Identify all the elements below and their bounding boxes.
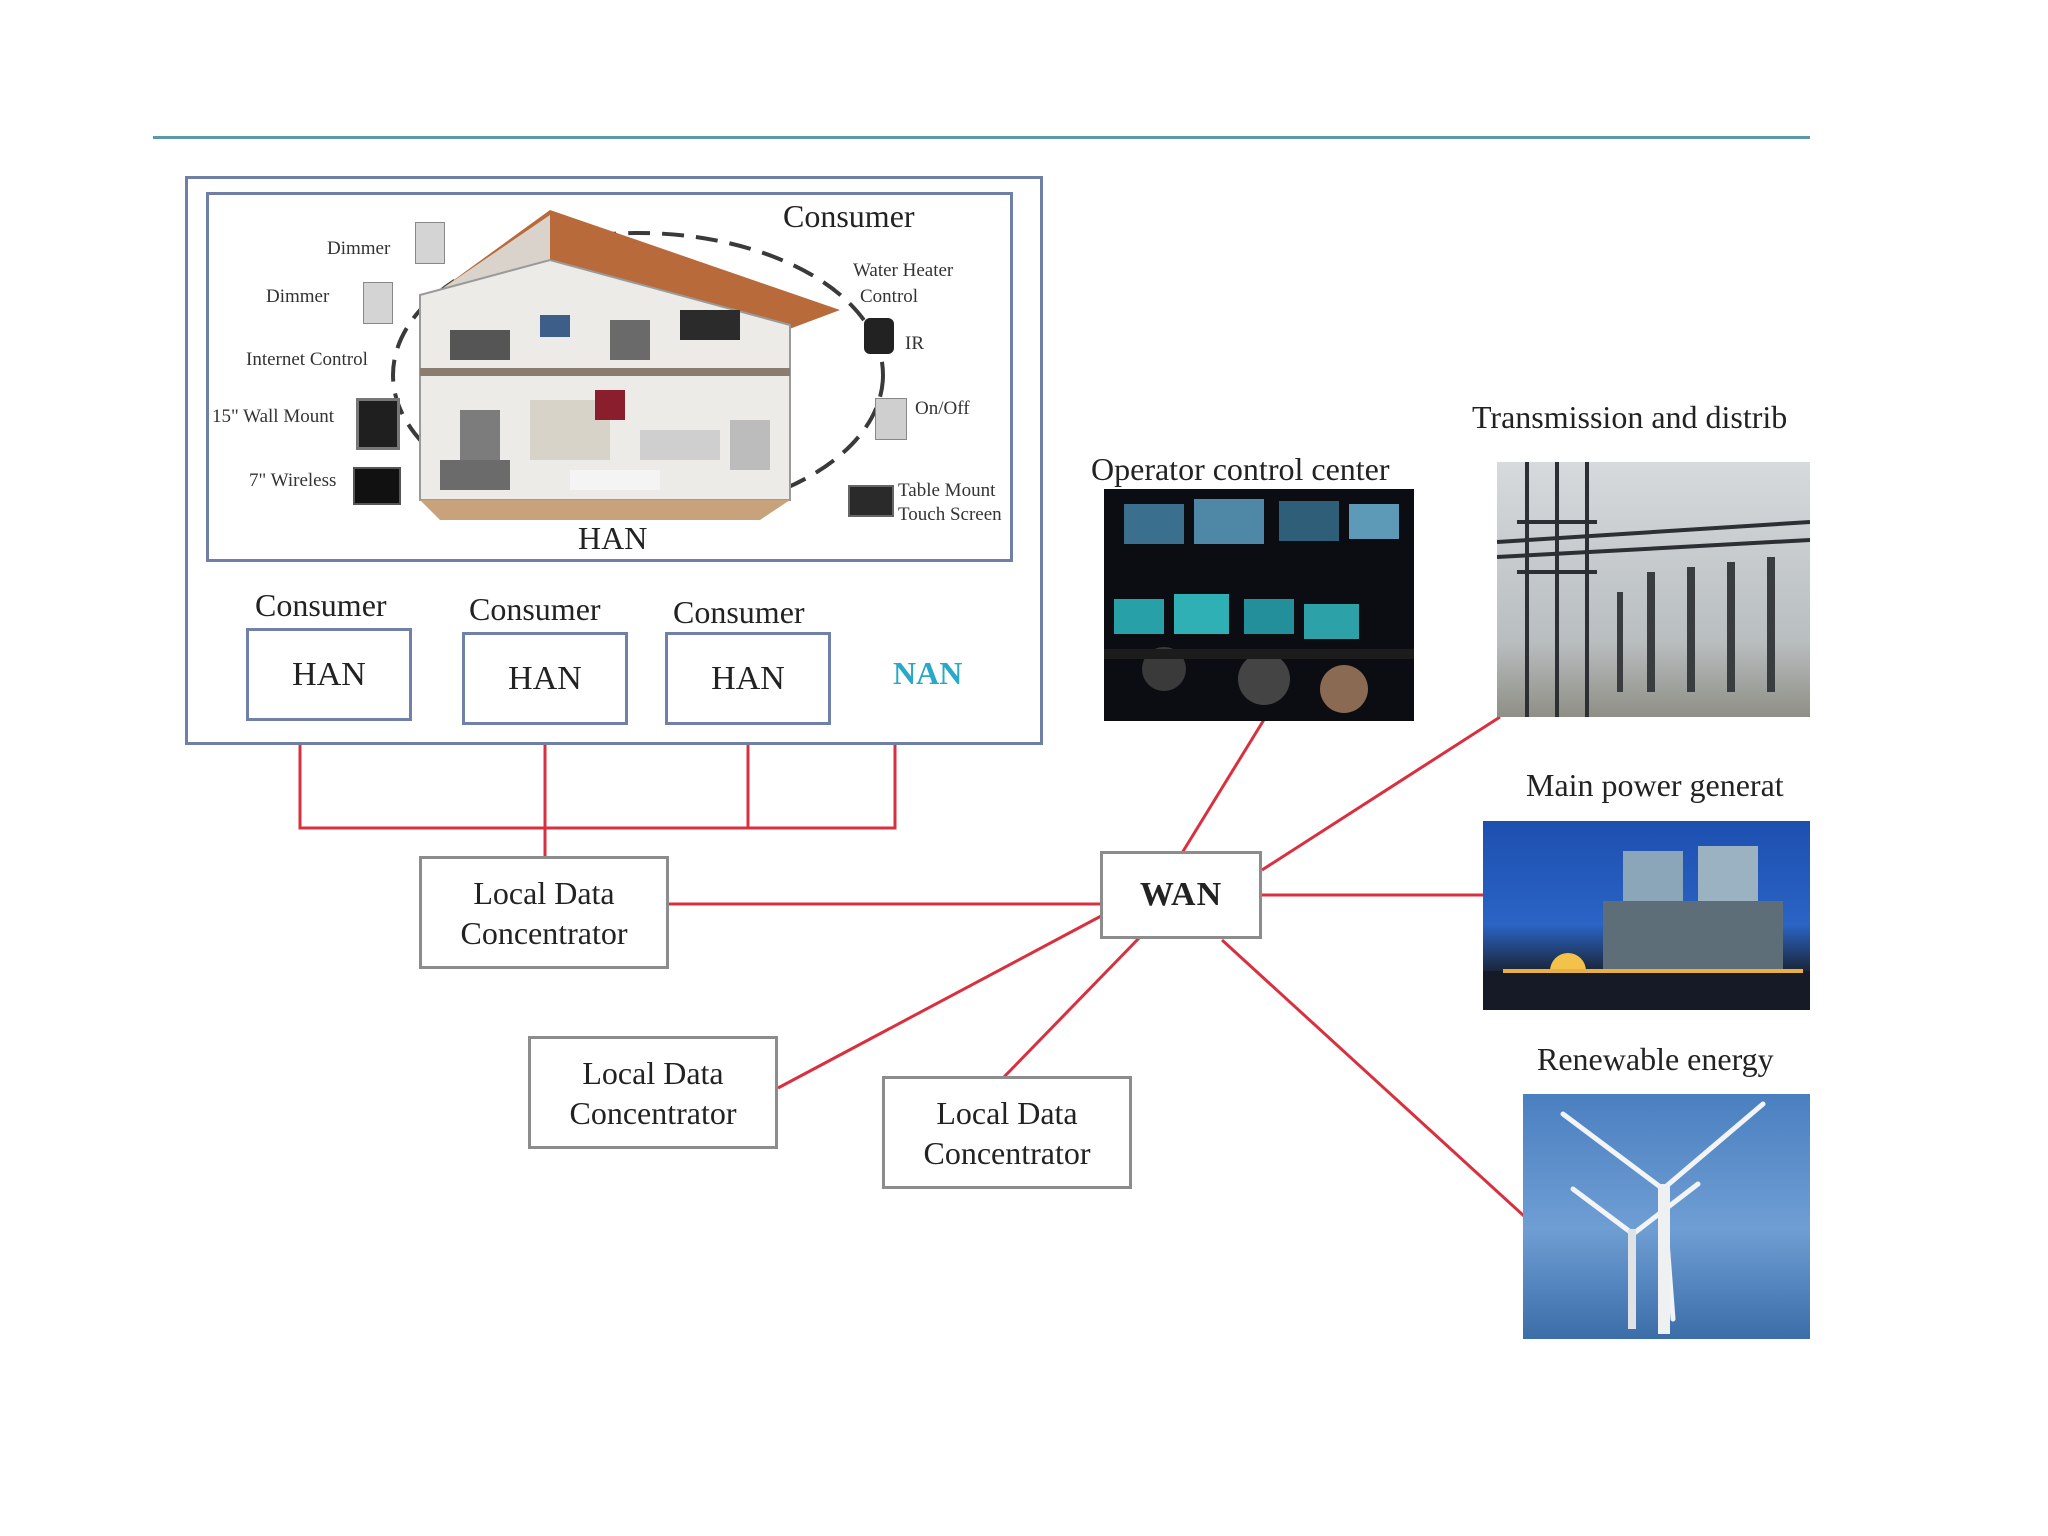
wireless-screen-icon [353,467,401,505]
device-label-wireless: 7" Wireless [249,470,337,491]
ldc3-wan-line [1001,933,1144,1080]
device-label-table-mount: Table Mount [898,480,996,501]
wan-transmission-line [1261,715,1501,872]
wan-label: WAN [1139,876,1223,913]
wan-box: WAN [1100,851,1262,939]
ldc-line1: Local Data [936,1094,1078,1131]
nan-label: NAN [893,655,963,691]
device-label-on-off: On/Off [915,398,970,419]
transmission-label: Transmission and distrib [1472,399,1788,435]
renewable-energy-photo [1523,1094,1810,1339]
han-box-label: HAN [292,655,366,693]
han-label: HAN [578,520,648,556]
wan-operator-line [1180,717,1267,854]
consumer-title: Consumer [783,198,915,234]
ldc-line2: Concentrator [569,1094,737,1131]
han-box: HAN [665,632,831,725]
main-power-generation-photo [1483,821,1810,1010]
han-box-label: HAN [508,659,582,697]
main-power-label: Main power generat [1526,767,1784,803]
transmission-distribution-photo [1497,462,1810,717]
water-heater-control-icon [864,318,894,354]
device-label-ir: IR [905,333,924,354]
han-box: HAN [462,632,628,725]
device-label-water-heater-control: Control [860,286,919,307]
ldc-line1: Local Data [582,1054,724,1091]
han-box: HAN [246,628,412,721]
device-label-water-heater: Water Heater [853,260,954,281]
operator-control-center-photo [1104,489,1414,721]
smart-home-illustration [391,210,885,520]
operator-label: Operator control center [1091,451,1390,487]
consumer-label: Consumer [673,594,805,630]
device-label-wall-mount: 15" Wall Mount [212,406,334,427]
device-label-internet-control: Internet Control [246,349,368,370]
ldc-line2: Concentrator [923,1134,1091,1171]
ldc2-wan-line [777,913,1104,1090]
device-label-dimmer: Dimmer [266,286,330,307]
consumer-label: Consumer [469,591,601,627]
dimmer-icon [415,222,445,264]
header-rule [153,136,1810,139]
renewable-label: Renewable energy [1537,1041,1774,1077]
ldc-line2: Concentrator [460,914,628,951]
consumer-label: Consumer [255,587,387,623]
wan-renewable-line [1220,938,1526,1218]
on-off-switch-icon [875,398,907,440]
device-label-touch-screen: Touch Screen [898,504,1002,525]
ldc-line1: Local Data [473,874,615,911]
wall-mount-screen-icon [356,398,400,450]
dimmer-icon [363,282,393,324]
table-mount-screen-icon [848,485,894,517]
han-box-label: HAN [711,659,785,697]
device-label-dimmer: Dimmer [327,238,391,259]
